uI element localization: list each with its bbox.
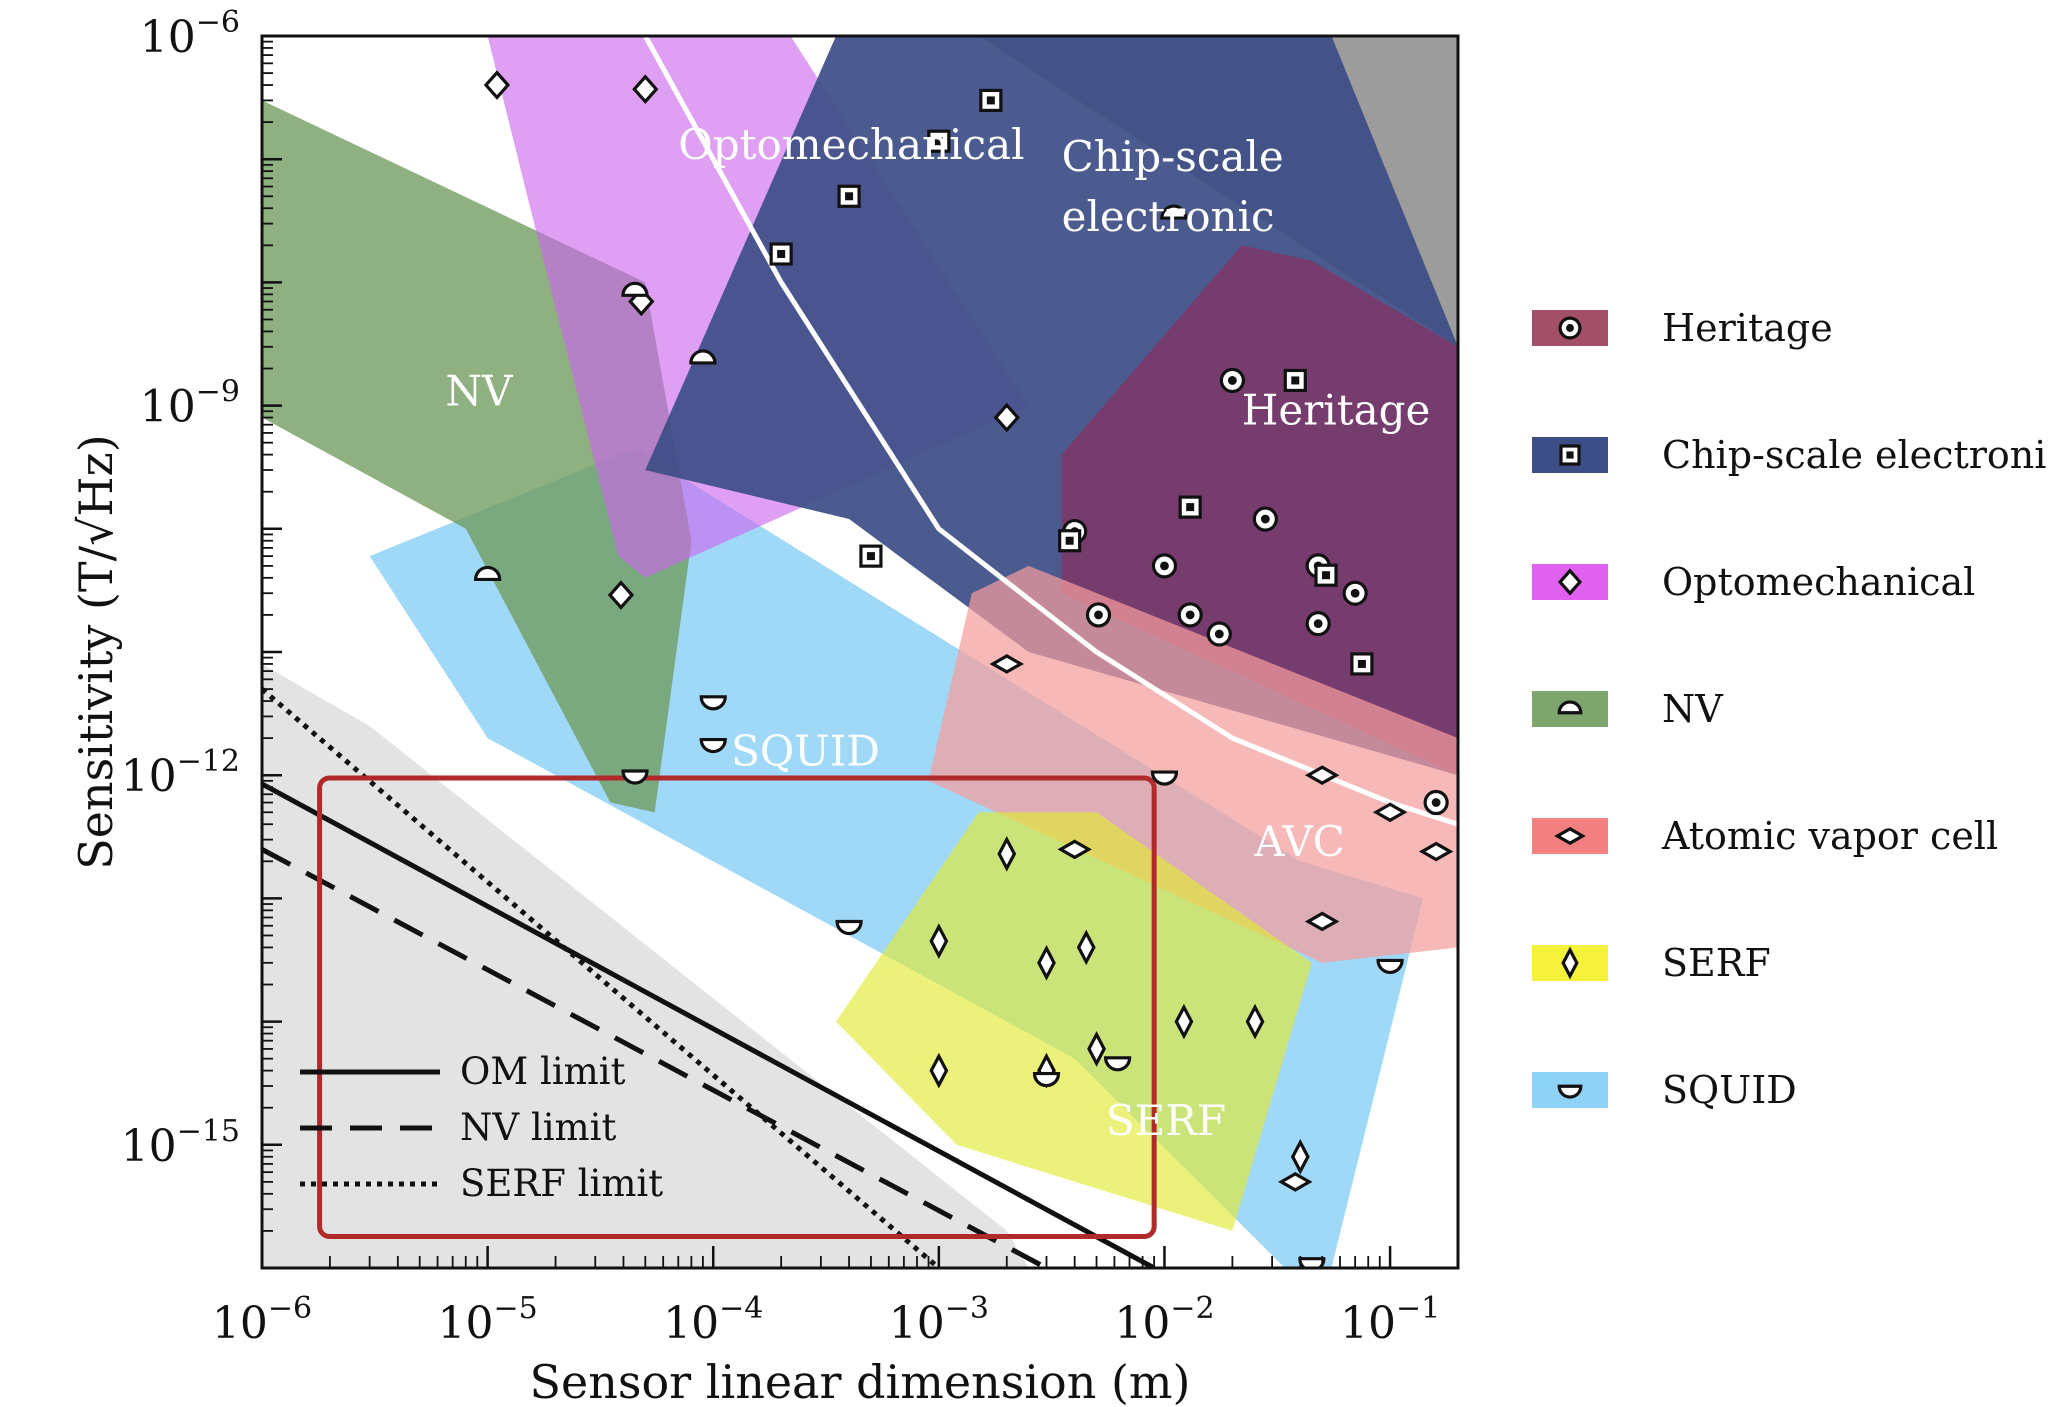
highlight-box [317,775,1157,1240]
data-point-optomechanical-0 [483,70,511,100]
x-axis-title: Sensor linear dimension (m) [530,1355,1191,1407]
data-point-heritage-1 [1252,506,1278,532]
data-point-chip-scale-electronic-3 [769,242,793,266]
y-tick-label: 10−9 [140,375,240,433]
data-point-atomic-vapor-cell-3 [1057,839,1092,860]
legend-marker-atomic-vapor-cell [1554,826,1586,846]
data-point-squid-0 [699,695,727,711]
x-tick-label: 10−5 [437,1291,537,1349]
data-point-atomic-vapor-cell-4 [1304,911,1340,932]
data-point-nv-0 [621,281,649,297]
data-point-chip-scale-electronic-0 [979,88,1003,113]
region-label-squid: SQUID [731,726,880,775]
data-point-squid-6 [1032,1071,1061,1088]
data-point-heritage-10 [1423,789,1449,816]
data-point-heritage-6 [1305,611,1331,637]
data-point-serf-9 [1290,1138,1310,1175]
legend-marker-serf [1561,946,1579,980]
data-point-chip-scale-electronic-2 [837,184,861,208]
data-point-atomic-vapor-cell-6 [1278,1172,1313,1192]
data-point-chip-scale-electronic-1 [927,129,951,153]
data-point-atomic-vapor-cell-5 [1418,841,1454,862]
legend-label-atomic-vapor-cell: Atomic vapor cell [1661,814,1998,858]
data-point-nv-3 [474,565,502,582]
data-point-squid-3 [1150,770,1179,786]
legend-marker-nv [1557,700,1583,715]
data-point-chip-scale-electronic-9 [859,544,883,568]
data-point-serf-4 [1174,1003,1194,1040]
region-excluded-band [262,663,1029,1268]
data-point-squid-5 [1104,1056,1132,1072]
legend-marker-optomechanical [1557,568,1583,596]
legend-label-optomechanical: Optomechanical [1662,560,1975,604]
data-point-squid-4 [835,919,863,936]
data-point-atomic-vapor-cell-1 [1304,765,1340,786]
data-point-atomic-vapor-cell-2 [1372,802,1408,823]
x-tick-label: 10−4 [663,1291,763,1349]
data-point-heritage-3 [1151,553,1178,579]
data-point-heritage-8 [1177,602,1203,628]
region-label-atomic-vapor-cell: AVC [1253,817,1345,866]
data-point-serf-6 [929,1052,949,1089]
limit-line-om-limit [262,781,1156,1268]
limit-legend-label-om-limit: OM limit [460,1050,626,1093]
x-tick-label: 10−6 [212,1291,312,1349]
data-point-serf-8 [1087,1031,1106,1067]
x-tick-label: 10−3 [889,1291,989,1349]
legend-label-nv: NV [1662,687,1723,731]
data-point-serf-2 [1076,929,1096,966]
region-label-nv: NV [445,367,513,416]
limit-legend-label-nv-limit: NV limit [460,1106,616,1149]
data-point-nv-2 [1160,204,1188,220]
data-point-serf-5 [1245,1003,1265,1040]
legend-label-heritage: Heritage [1662,306,1833,350]
data-point-chip-scale-electronic-8 [1350,652,1374,676]
data-point-heritage-7 [1085,602,1112,628]
data-point-chip-scale-electronic-6 [1058,529,1082,553]
data-point-heritage-0 [1219,367,1245,394]
x-tick-label: 10−1 [1340,1291,1440,1349]
y-tick-label: 10−12 [121,744,240,802]
data-point-chip-scale-electronic-4 [1283,368,1307,393]
data-point-squid-7 [1376,958,1404,975]
legend-label-chip-scale-electronic: Chip-scale electronic [1662,433,2048,477]
data-point-squid-1 [699,737,727,754]
data-point-optomechanical-1 [632,74,659,105]
region-label-heritage: Heritage [1242,386,1431,435]
legend-marker-heritage [1558,316,1582,340]
region-atomic-vapor-cell [928,565,1458,963]
region-serf [836,812,1312,1231]
limit-legend-label-serf-limit: SERF limit [460,1162,663,1205]
data-point-optomechanical-4 [607,580,635,610]
x-tick-label: 10−2 [1114,1291,1214,1349]
data-point-serf-0 [997,836,1017,872]
legend-label-serf: SERF [1662,941,1771,985]
y-tick-label: 10−6 [140,5,240,63]
data-point-serf-1 [929,923,949,959]
data-point-nv-1 [689,349,717,365]
data-point-squid-2 [621,769,649,785]
data-point-chip-scale-electronic-7 [1314,563,1338,587]
data-point-heritage-9 [1206,621,1232,647]
data-point-heritage-5 [1342,580,1368,606]
y-axis-title: Sensitivity (T/√Hz) [69,434,123,869]
region-label-serf: SERF [1106,1096,1226,1145]
data-point-serf-3 [1037,944,1056,981]
data-point-atomic-vapor-cell-0 [989,654,1024,674]
data-point-chip-scale-electronic-5 [1178,495,1202,519]
legend-marker-squid [1557,1084,1583,1099]
region-label-optomechanical: Optomechanical [678,120,1024,169]
data-point-optomechanical-3 [993,402,1020,433]
legend-label-squid: SQUID [1662,1068,1797,1112]
y-tick-label: 10−15 [121,1114,240,1172]
legend-marker-chip-scale-electronic [1559,444,1581,466]
